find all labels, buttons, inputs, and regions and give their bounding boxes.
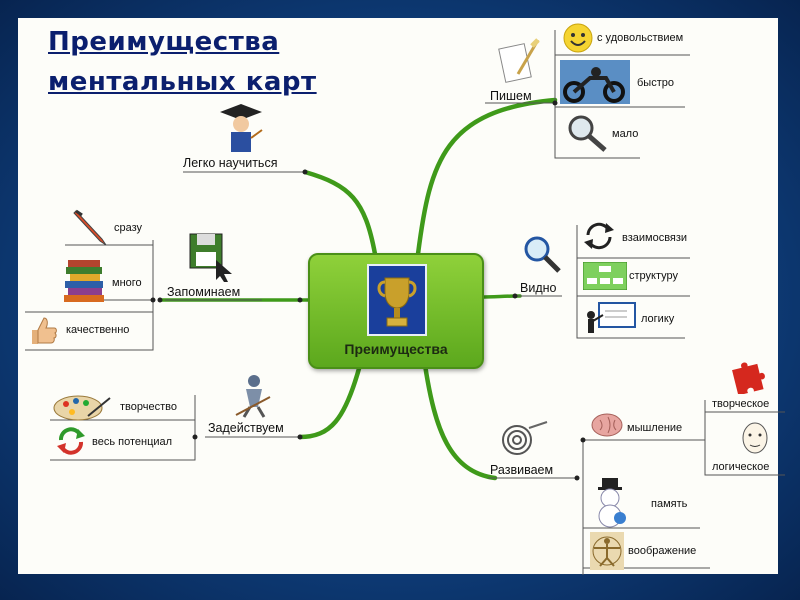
write-item-1[interactable]: с удовольствием <box>597 32 684 44</box>
fingerprint-icon <box>495 418 551 463</box>
cycle-arrows-icon <box>582 221 616 256</box>
see-item-3[interactable]: логику <box>641 313 675 325</box>
branch-easy-label[interactable]: Легко научиться <box>183 156 278 170</box>
smiley-icon <box>562 22 594 59</box>
thumbs-up-icon <box>26 314 60 353</box>
see-item-2[interactable]: структуру <box>629 270 679 282</box>
develop-item-2[interactable]: память <box>651 498 688 510</box>
use-item-2[interactable]: весь потенциал <box>92 436 173 448</box>
magnifier-icon <box>565 112 609 157</box>
org-chart-icon <box>582 261 628 295</box>
branch-write-label[interactable]: Пишем <box>490 89 532 103</box>
paper-quill-icon <box>496 36 542 91</box>
thinking-sub-2[interactable]: логическое <box>712 461 770 473</box>
palette-icon <box>52 392 112 427</box>
central-node-label: Преимущества <box>344 341 448 357</box>
recycle-icon <box>56 426 86 461</box>
worker-icon <box>230 373 274 424</box>
use-item-1[interactable]: творчество <box>120 401 177 413</box>
motorcycle-icon <box>560 60 630 109</box>
puzzle-icon <box>730 358 772 399</box>
page-title: Преимущества ментальных карт <box>48 22 317 102</box>
magnifier-icon <box>522 234 562 279</box>
develop-item-3[interactable]: воображение <box>628 545 697 557</box>
snowman-icon <box>590 478 630 533</box>
branch-remember-label[interactable]: Запоминаем <box>167 285 241 299</box>
thinking-sub-1[interactable]: творческое <box>712 398 770 410</box>
vitruvian-man-icon <box>590 532 624 575</box>
remember-item-2[interactable]: много <box>112 277 142 289</box>
floppy-disk-icon <box>188 232 234 287</box>
branch-use-label[interactable]: Задействуем <box>208 421 284 435</box>
books-icon <box>62 256 108 309</box>
see-item-1[interactable]: взаимосвязи <box>622 232 688 244</box>
face-sketch-icon <box>735 418 775 463</box>
trophy-icon <box>367 264 427 336</box>
remember-item-3[interactable]: качественно <box>66 324 130 336</box>
title-line-1: Преимущества <box>48 27 280 57</box>
develop-item-1[interactable]: мышление <box>627 422 683 434</box>
central-node[interactable]: Преимущества <box>308 253 484 369</box>
graduate-icon <box>216 100 266 161</box>
branch-develop-label[interactable]: Развиваем <box>490 463 554 477</box>
brain-icon <box>590 412 624 443</box>
pencil-icon <box>68 205 112 254</box>
presentation-board-icon <box>583 301 637 342</box>
title-line-2: ментальных карт <box>48 67 317 97</box>
branch-see-label[interactable]: Видно <box>520 281 557 295</box>
remember-item-1[interactable]: сразу <box>114 222 143 234</box>
write-item-3[interactable]: мало <box>612 128 639 140</box>
write-item-2[interactable]: быстро <box>637 77 674 89</box>
